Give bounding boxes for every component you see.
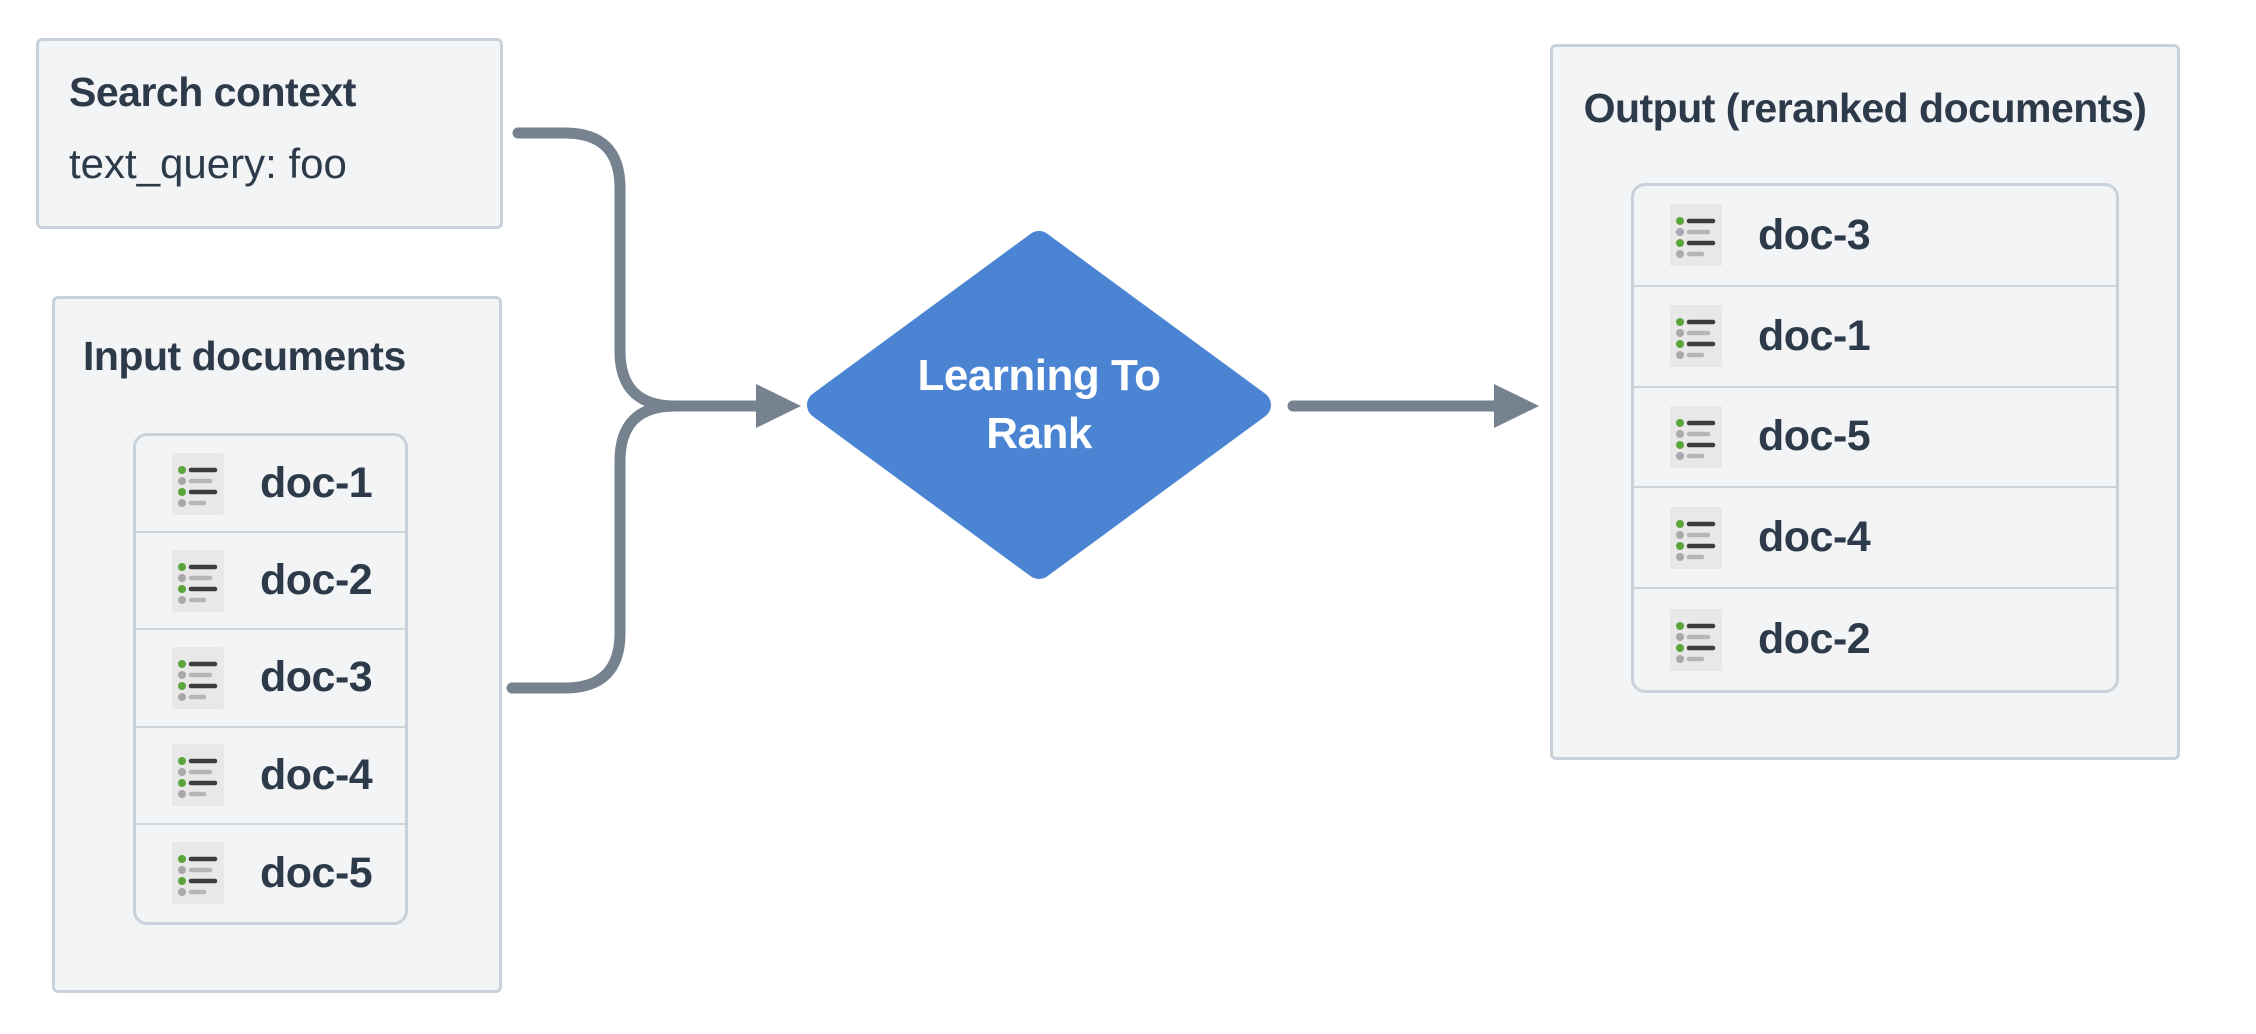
output-title: Output (reranked documents) bbox=[1583, 85, 2147, 131]
document-list-icon bbox=[1670, 204, 1722, 267]
search-context-query-text: text_query: foo bbox=[69, 140, 347, 187]
learning-to-rank-node: Learning To Rank bbox=[805, 229, 1273, 581]
document-list-icon bbox=[1670, 506, 1722, 569]
doc-row: doc-2 bbox=[136, 533, 405, 631]
document-list-icon bbox=[172, 549, 224, 612]
learning-to-rank-label-line1: Learning To bbox=[917, 351, 1161, 400]
doc-label: doc-5 bbox=[260, 848, 373, 897]
document-list-icon bbox=[172, 452, 224, 515]
doc-label: doc-4 bbox=[1758, 513, 1871, 562]
input-documents-list: doc-1 doc-2 doc-3 bbox=[133, 433, 408, 925]
doc-label: doc-3 bbox=[260, 653, 373, 702]
document-list-icon bbox=[172, 842, 224, 905]
doc-label: doc-2 bbox=[260, 556, 373, 605]
learning-to-rank-label-line2: Rank bbox=[986, 409, 1092, 458]
doc-row: doc-5 bbox=[136, 825, 405, 922]
doc-label: doc-2 bbox=[1758, 615, 1871, 664]
doc-row: doc-1 bbox=[136, 436, 405, 534]
doc-row: doc-4 bbox=[136, 728, 405, 825]
output-documents-list: doc-3 doc-1 doc-5 bbox=[1631, 183, 2119, 693]
doc-row: doc-4 bbox=[1634, 488, 2116, 590]
learning-to-rank-label: Learning To Rank bbox=[805, 229, 1273, 581]
doc-label: doc-1 bbox=[1758, 311, 1871, 360]
doc-row: doc-2 bbox=[1634, 589, 2116, 690]
doc-row: doc-5 bbox=[1634, 388, 2116, 489]
doc-label: doc-4 bbox=[260, 750, 373, 799]
search-context-title: Search context bbox=[69, 69, 356, 115]
document-list-icon bbox=[1670, 405, 1722, 468]
document-list-icon bbox=[1670, 305, 1722, 368]
search-context-node: Search context text_query: foo bbox=[36, 38, 503, 229]
output-node: Output (reranked documents) doc-3 bbox=[1550, 44, 2180, 760]
arrowhead-into-ltr bbox=[756, 384, 801, 428]
input-documents-title: Input documents bbox=[83, 333, 406, 379]
document-list-icon bbox=[172, 646, 224, 709]
doc-row: doc-3 bbox=[1634, 186, 2116, 287]
edge-input-documents-to-ltr bbox=[506, 400, 768, 694]
doc-label: doc-5 bbox=[1758, 412, 1871, 461]
edge-search-context-to-ltr bbox=[512, 127, 768, 412]
doc-row: doc-1 bbox=[1634, 287, 2116, 388]
input-documents-node: Input documents doc-1 doc-2 bbox=[52, 296, 502, 993]
doc-label: doc-3 bbox=[1758, 210, 1871, 259]
doc-label: doc-1 bbox=[260, 459, 373, 508]
arrowhead-into-output bbox=[1494, 384, 1539, 428]
document-list-icon bbox=[172, 744, 224, 807]
document-list-icon bbox=[1670, 608, 1722, 671]
diamond-shape bbox=[807, 231, 1271, 579]
doc-row: doc-3 bbox=[136, 630, 405, 728]
